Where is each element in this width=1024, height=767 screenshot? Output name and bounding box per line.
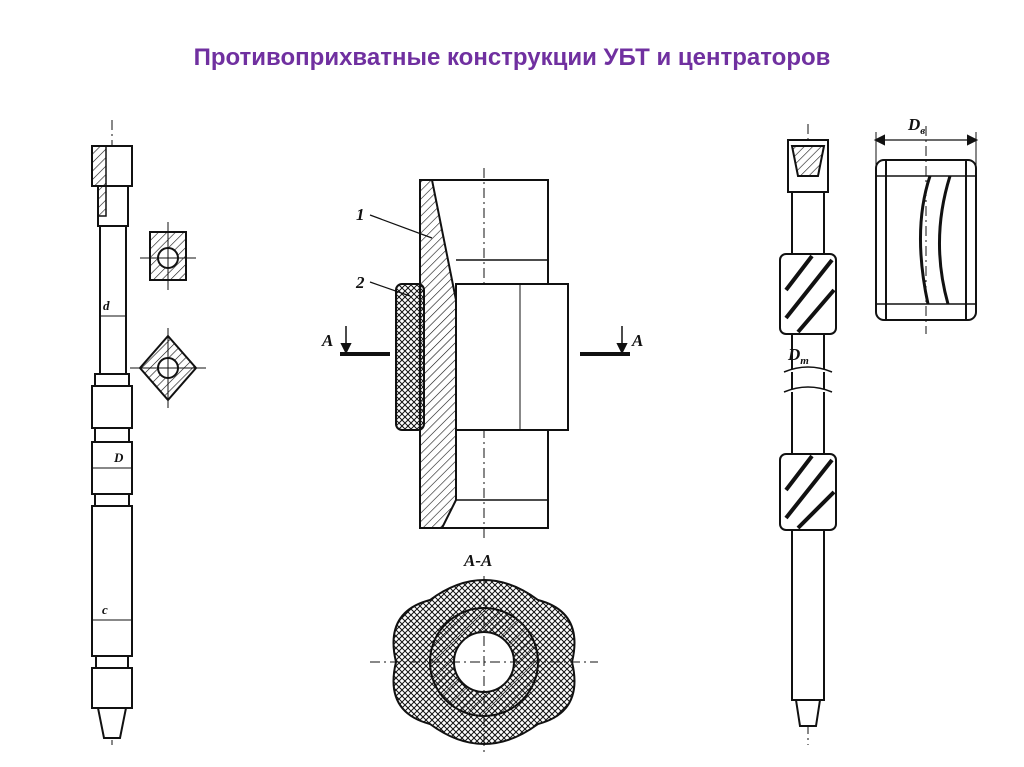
section-title: A-A <box>463 551 492 570</box>
section-mark-right: A <box>631 331 643 350</box>
centralizer-shaft-drawing <box>779 124 837 745</box>
drill-collar-drawing: d D c <box>91 120 133 745</box>
collar-square-section <box>140 222 196 290</box>
collar-diamond-section <box>130 328 206 408</box>
collar-body-lower <box>91 505 133 657</box>
dim-d-label: d <box>103 298 110 313</box>
dim-dt-label: Dт <box>787 345 809 367</box>
dim-D-label: D <box>113 450 124 465</box>
collar-upset-1 <box>91 385 133 429</box>
centralizer-sleeve-detail <box>873 126 979 334</box>
callout-1: 1 <box>356 205 365 224</box>
slide-title: Противоприхватные конструкции УБТ и цент… <box>193 44 831 71</box>
knurled-sleeve <box>395 283 425 431</box>
dim-dv-label: Dв <box>907 115 925 137</box>
section-mark-left: A <box>321 331 333 350</box>
section-aa-drawing <box>370 576 598 752</box>
dim-c-label: c <box>102 602 108 617</box>
collar-pin-shoulder <box>91 667 133 709</box>
collar-pin-end <box>96 707 128 739</box>
sleeve-assembly-drawing <box>340 168 630 540</box>
callout-2: 2 <box>355 273 365 292</box>
